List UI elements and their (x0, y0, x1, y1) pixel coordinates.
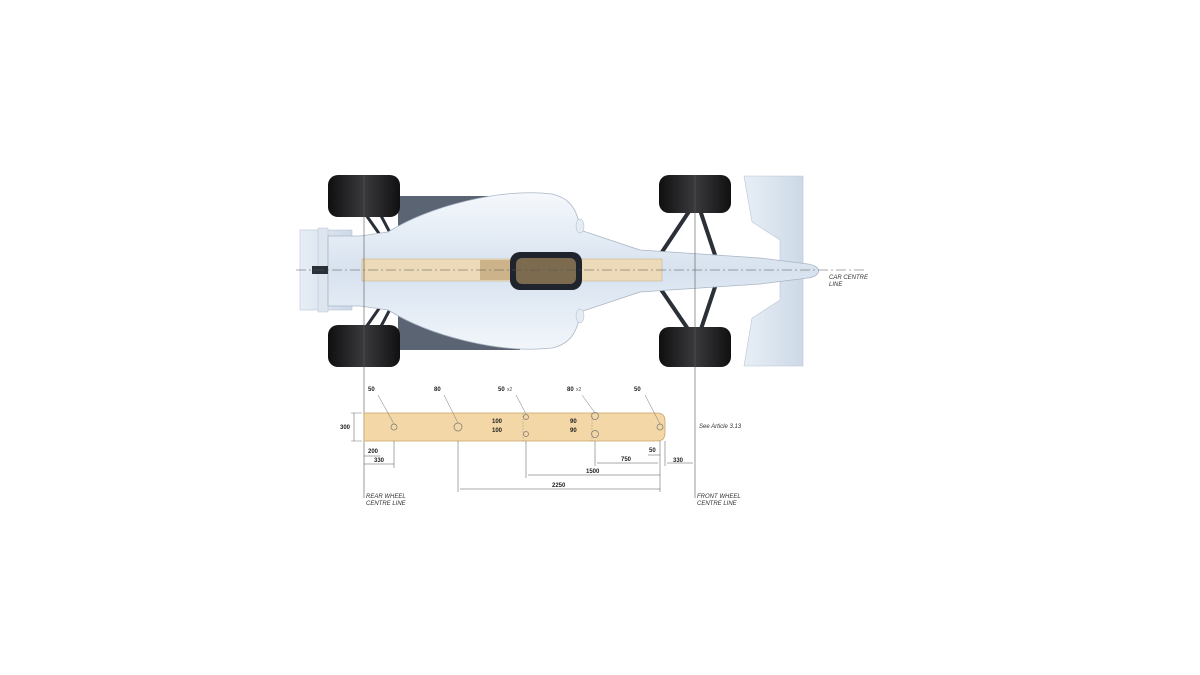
front-wing (743, 175, 804, 367)
dim-width-label: 300 (340, 425, 351, 431)
dim-2250: 2250 (552, 483, 566, 489)
plank (363, 412, 666, 442)
hole-leaders (377, 394, 661, 425)
hole-3a (523, 414, 529, 420)
mirror-left (575, 218, 585, 234)
dim-750: 750 (621, 457, 632, 463)
hole-4a (591, 412, 599, 420)
hole-4b (591, 430, 599, 438)
rear-wheel-label-2: CENTRE LINE (366, 501, 407, 507)
dim-330-left: 330 (374, 458, 385, 464)
offset-right-2: 90 (570, 428, 577, 434)
front-wheel-label-2: CENTRE LINE (697, 501, 738, 507)
hole-label-3: 50 (498, 387, 505, 393)
plank-detail: 50 80 50 x2 80 x2 50 300 100 100 90 90 S… (340, 387, 742, 492)
offset-right-1: 90 (570, 419, 577, 425)
dim-1500: 1500 (586, 469, 600, 475)
hole-label-4: 80 (567, 387, 574, 393)
hole-label-1: 50 (368, 387, 375, 393)
dim-330-right: 330 (673, 458, 684, 464)
car-centre-label-2: LINE (829, 282, 843, 288)
hole-label-4-suffix: x2 (576, 387, 582, 393)
front-suspension (658, 208, 718, 334)
hole-label-5: 50 (634, 387, 641, 393)
car-top-view (299, 175, 819, 367)
cockpit-inner (516, 258, 576, 284)
see-article-label: See Article 3.13 (699, 424, 742, 430)
offset-left-2: 100 (492, 428, 503, 434)
dim-50: 50 (649, 448, 656, 454)
dim-200: 200 (368, 449, 379, 455)
hole-label-3-suffix: x2 (507, 387, 513, 393)
dimension-lines (364, 441, 693, 492)
front-wheel-label-1: FRONT WHEEL (697, 494, 741, 500)
hole-label-2: 80 (434, 387, 441, 393)
car-centre-label-1: CAR CENTRE (829, 275, 869, 281)
rear-wheel-label-1: REAR WHEEL (366, 494, 406, 500)
mirror-right (575, 308, 585, 324)
hole-3b (523, 431, 529, 437)
offset-left-1: 100 (492, 419, 503, 425)
